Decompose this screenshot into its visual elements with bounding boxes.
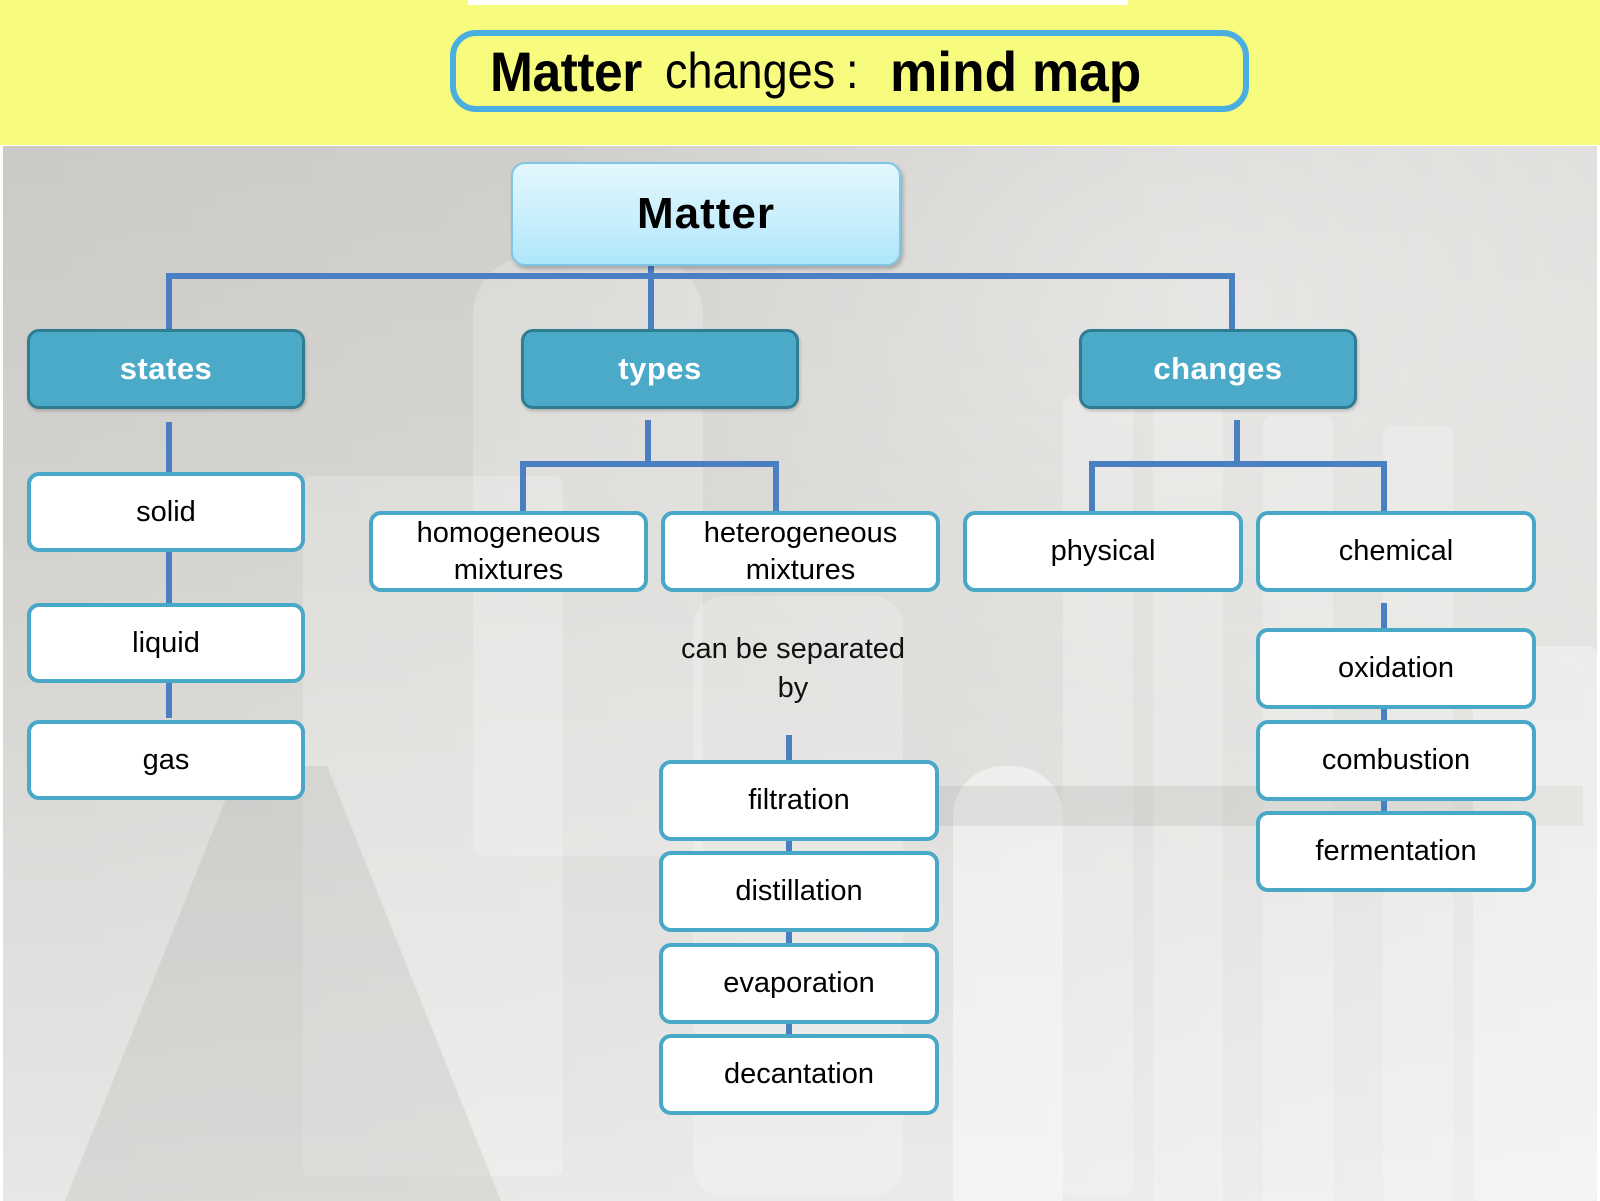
connector-to-chemical xyxy=(1381,461,1387,511)
leaf-node-chemical[interactable]: chemical xyxy=(1256,511,1536,592)
leaf-label-line2: mixtures xyxy=(453,553,564,586)
leaf-label: solid xyxy=(136,495,196,528)
leaf-label: decantation xyxy=(724,1058,874,1091)
category-node-types[interactable]: types xyxy=(521,329,799,409)
root-node-matter[interactable]: Matter xyxy=(511,162,901,266)
connector-root-down xyxy=(648,266,654,278)
leaf-label: liquid xyxy=(132,626,200,659)
leaf-label: distillation xyxy=(735,875,863,908)
leaf-label-line2: mixtures xyxy=(745,553,856,586)
title-matter: Matter xyxy=(490,39,642,103)
root-label: Matter xyxy=(636,189,776,238)
connector-to-states xyxy=(166,273,172,329)
page-title: Matter changes : mind map xyxy=(450,30,1249,112)
connector-top-horizontal xyxy=(166,273,1235,279)
connector-to-homogeneous xyxy=(520,461,526,511)
leaf-node-evaporation[interactable]: evaporation xyxy=(659,943,939,1024)
leaf-label: filtration xyxy=(748,784,850,817)
connector-to-types xyxy=(648,273,654,329)
title-separator: : xyxy=(846,43,859,99)
leaf-node-fermentation[interactable]: fermentation xyxy=(1256,811,1536,892)
leaf-label: evaporation xyxy=(723,967,875,1000)
leaf-node-decantation[interactable]: decantation xyxy=(659,1034,939,1115)
title-mindmap: mind map xyxy=(889,39,1142,103)
leaf-node-filtration[interactable]: filtration xyxy=(659,760,939,841)
caption-line2: by xyxy=(777,672,809,705)
category-label: states xyxy=(119,351,213,386)
leaf-node-solid[interactable]: solid xyxy=(27,472,305,552)
connector-to-heterogeneous xyxy=(773,461,779,511)
connector-chemical-vertical xyxy=(1381,603,1387,823)
connector-changes-horizontal xyxy=(1089,461,1387,467)
connector-to-changes xyxy=(1229,273,1235,329)
leaf-label: chemical xyxy=(1338,535,1454,568)
leaf-label-line1: homogeneous xyxy=(416,517,601,550)
leaf-label: oxidation xyxy=(1337,652,1455,685)
leaf-label: physical xyxy=(1050,535,1156,568)
leaf-node-homogeneous-mixtures[interactable]: homogeneous mixtures xyxy=(369,511,648,592)
connector-types-down xyxy=(645,420,651,466)
leaf-node-heterogeneous-mixtures[interactable]: heterogeneous mixtures xyxy=(661,511,940,592)
leaf-node-physical[interactable]: physical xyxy=(963,511,1243,592)
leaf-node-liquid[interactable]: liquid xyxy=(27,603,305,683)
leaf-node-combustion[interactable]: combustion xyxy=(1256,720,1536,801)
leaf-node-gas[interactable]: gas xyxy=(27,720,305,800)
leaf-node-oxidation[interactable]: oxidation xyxy=(1256,628,1536,709)
title-changes: changes xyxy=(665,43,836,99)
leaf-label: gas xyxy=(142,743,190,776)
leaf-label-line1: heterogeneous xyxy=(703,517,898,550)
connector-changes-down xyxy=(1234,420,1240,466)
connector-types-horizontal xyxy=(520,461,779,467)
category-label: changes xyxy=(1153,351,1283,386)
leaf-label: combustion xyxy=(1321,744,1471,777)
leaf-label: fermentation xyxy=(1315,835,1477,868)
caption-line1: can be separated xyxy=(680,633,906,665)
category-node-changes[interactable]: changes xyxy=(1079,329,1357,409)
connector-to-physical xyxy=(1089,461,1095,511)
category-node-states[interactable]: states xyxy=(27,329,305,409)
header-top-strip xyxy=(468,0,1128,5)
category-label: types xyxy=(618,351,702,386)
leaf-node-distillation[interactable]: distillation xyxy=(659,851,939,932)
connector-states-vertical xyxy=(166,422,172,718)
connector-caption-can-be-separated-by: can be separated by xyxy=(640,630,946,708)
